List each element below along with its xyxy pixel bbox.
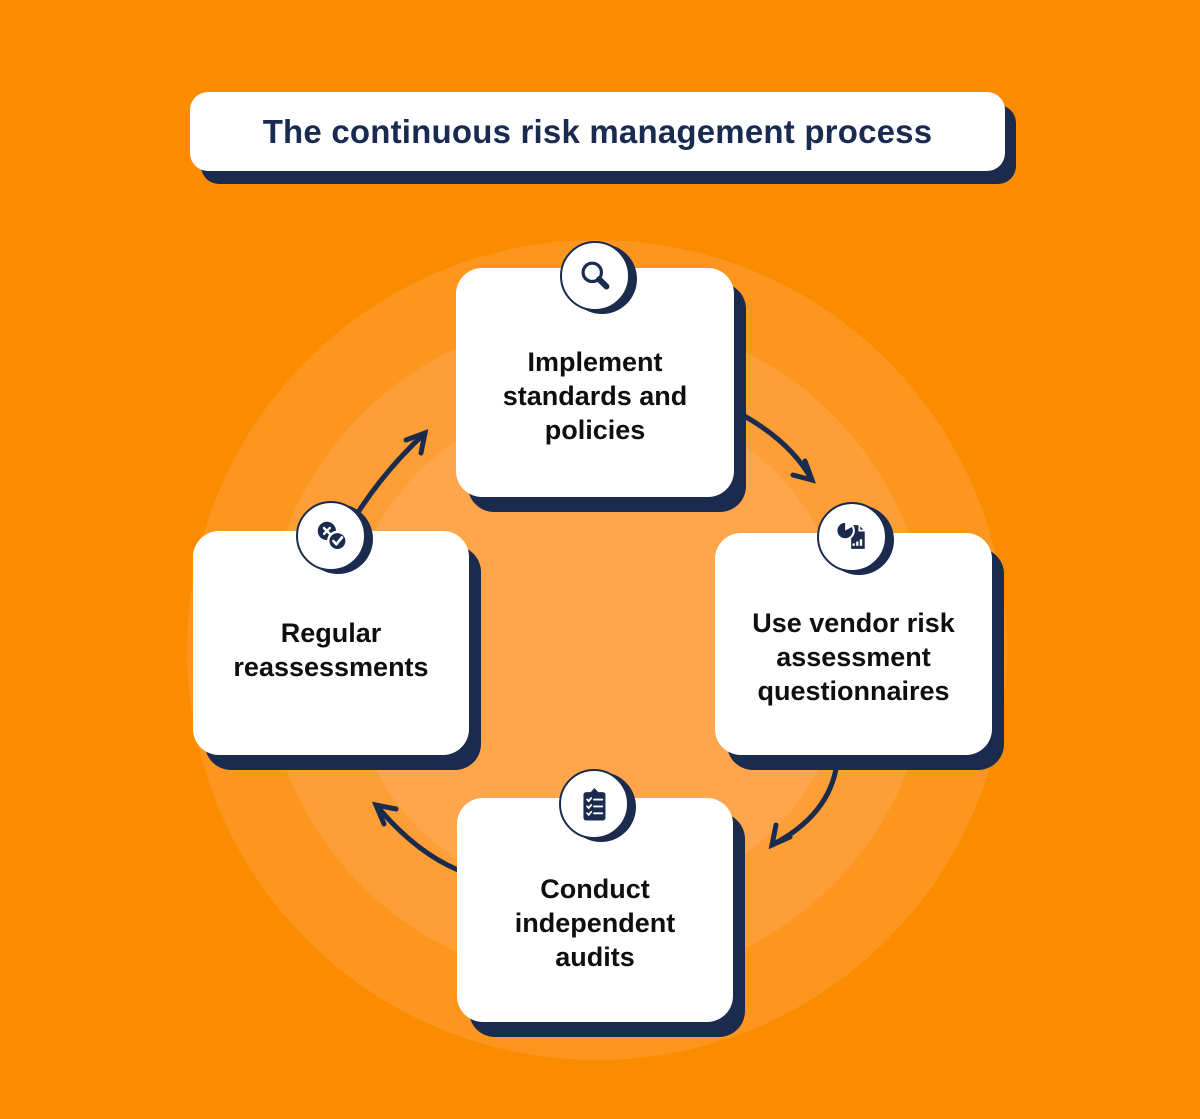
step-label-line: Conduct	[540, 874, 650, 904]
arrowhead-bottom-to-left	[371, 801, 399, 827]
arrowhead-left-to-top	[403, 429, 429, 456]
step-label-line: audits	[555, 942, 635, 972]
step-label-line: policies	[544, 414, 646, 445]
magnifier-icon	[560, 241, 630, 311]
cross-and-check-icon	[296, 501, 366, 571]
report-document-icon	[817, 502, 887, 572]
arrow-right-to-bottom	[769, 760, 840, 848]
arrowhead-right-to-bottom	[768, 822, 793, 850]
arrow-top-to-right	[734, 409, 815, 483]
page-title: The continuous risk management process	[262, 112, 933, 150]
arrow-left-to-top	[354, 430, 428, 517]
step-label-line: standards and	[502, 380, 688, 411]
arrow-bottom-to-left	[373, 802, 461, 873]
step-label-line: assessment	[776, 642, 931, 672]
step-label-line: independent	[514, 908, 676, 938]
title-banner: The continuous risk management process	[190, 92, 1005, 171]
step-label-line: Implement	[527, 346, 663, 377]
step-label-line: questionnaires	[757, 676, 950, 706]
checklist-clipboard-icon	[559, 769, 629, 839]
step-label-line: Regular	[280, 618, 382, 648]
step-label-line: reassessments	[233, 652, 429, 682]
arrowhead-top-to-right	[790, 458, 817, 484]
step-label-line: Use vendor risk	[752, 608, 955, 638]
